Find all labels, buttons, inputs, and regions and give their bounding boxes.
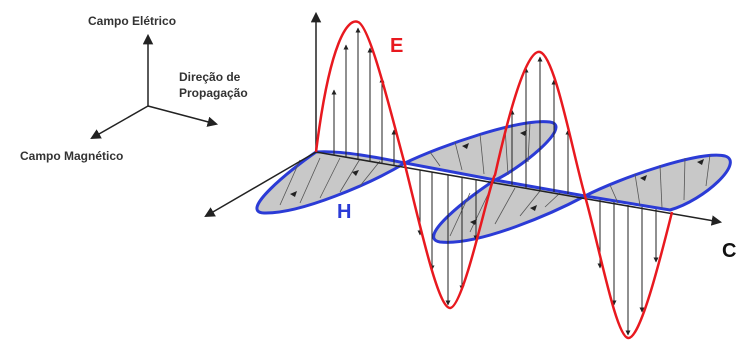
magnetic-field-wave: [255, 120, 732, 244]
magnetic-lobe-3: [432, 178, 590, 244]
main-axes: [204, 11, 723, 226]
label-E: E: [390, 35, 403, 57]
electric-field-wave: [314, 20, 674, 340]
electric-wave-curve: [314, 20, 674, 340]
label-H: H: [337, 201, 351, 223]
axis-propagation: [315, 151, 723, 226]
legend-axes: [90, 33, 219, 140]
legend-axis-propagation: [147, 105, 219, 127]
magnetic-lobe-4: [580, 153, 732, 212]
label-direcao-line1: Direção de: [179, 70, 241, 84]
axis-magnetic: [204, 151, 317, 218]
magnetic-lobe-2: [400, 120, 558, 182]
label-campo-eletrico: Campo Elétrico: [88, 14, 176, 28]
label-C: C: [722, 240, 736, 262]
magnetic-lobe-1: [255, 150, 410, 215]
label-campo-magnetico: Campo Magnético: [20, 149, 123, 163]
label-direcao-line2: Propagação: [179, 86, 248, 100]
legend-axis-magnetic: [90, 105, 149, 140]
